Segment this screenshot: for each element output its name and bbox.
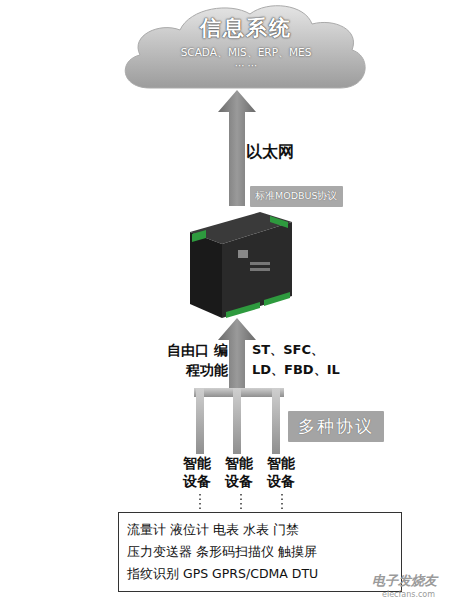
watermark: elecfans.com <box>382 590 435 599</box>
node-text: SCADA、MIS、ERP、MES <box>140 46 352 60</box>
device-label: 智能 设备 <box>224 454 254 490</box>
cloud-node: 信息系统 SCADA、MIS、ERP、MES··· ··· <box>140 14 352 86</box>
device-label: 智能 设备 <box>182 454 212 490</box>
node-text: 多种协议 <box>298 415 374 438</box>
watermark: 电子发烧友 <box>372 572 437 590</box>
node-text: ··· ··· <box>140 60 352 72</box>
bus-drop <box>233 388 241 454</box>
node-text: 压力变送器 条形码扫描仪 触摸屏 <box>127 541 393 563</box>
programming-label: 自由口 编程功能 <box>160 340 228 380</box>
bus-drop <box>272 388 280 454</box>
protocol-box: 多种协议 <box>288 411 384 442</box>
protocol-box: 标准MODBUS协议 <box>250 186 343 207</box>
node-text: 信息系统 <box>140 14 352 42</box>
controller-device <box>190 212 292 318</box>
dotted-lead <box>200 494 282 510</box>
node-text: 流量计 液位计 电表 水表 门禁 <box>127 519 393 541</box>
cloud-shape <box>125 6 365 88</box>
device-label: 智能 设备 <box>266 454 296 490</box>
node-text: 指纹识别 GPS GPRS/CDMA DTU <box>127 563 393 585</box>
language-label: ST、SFC、 LD、FBD、IL <box>252 340 360 380</box>
bus-drop <box>196 388 204 454</box>
node-text: 标准MODBUS协议 <box>255 190 338 203</box>
network-label: 以太网 <box>246 142 294 163</box>
device-list-box: 流量计 液位计 电表 水表 门禁压力变送器 条形码扫描仪 触摸屏指纹识别 GPS… <box>118 512 402 592</box>
